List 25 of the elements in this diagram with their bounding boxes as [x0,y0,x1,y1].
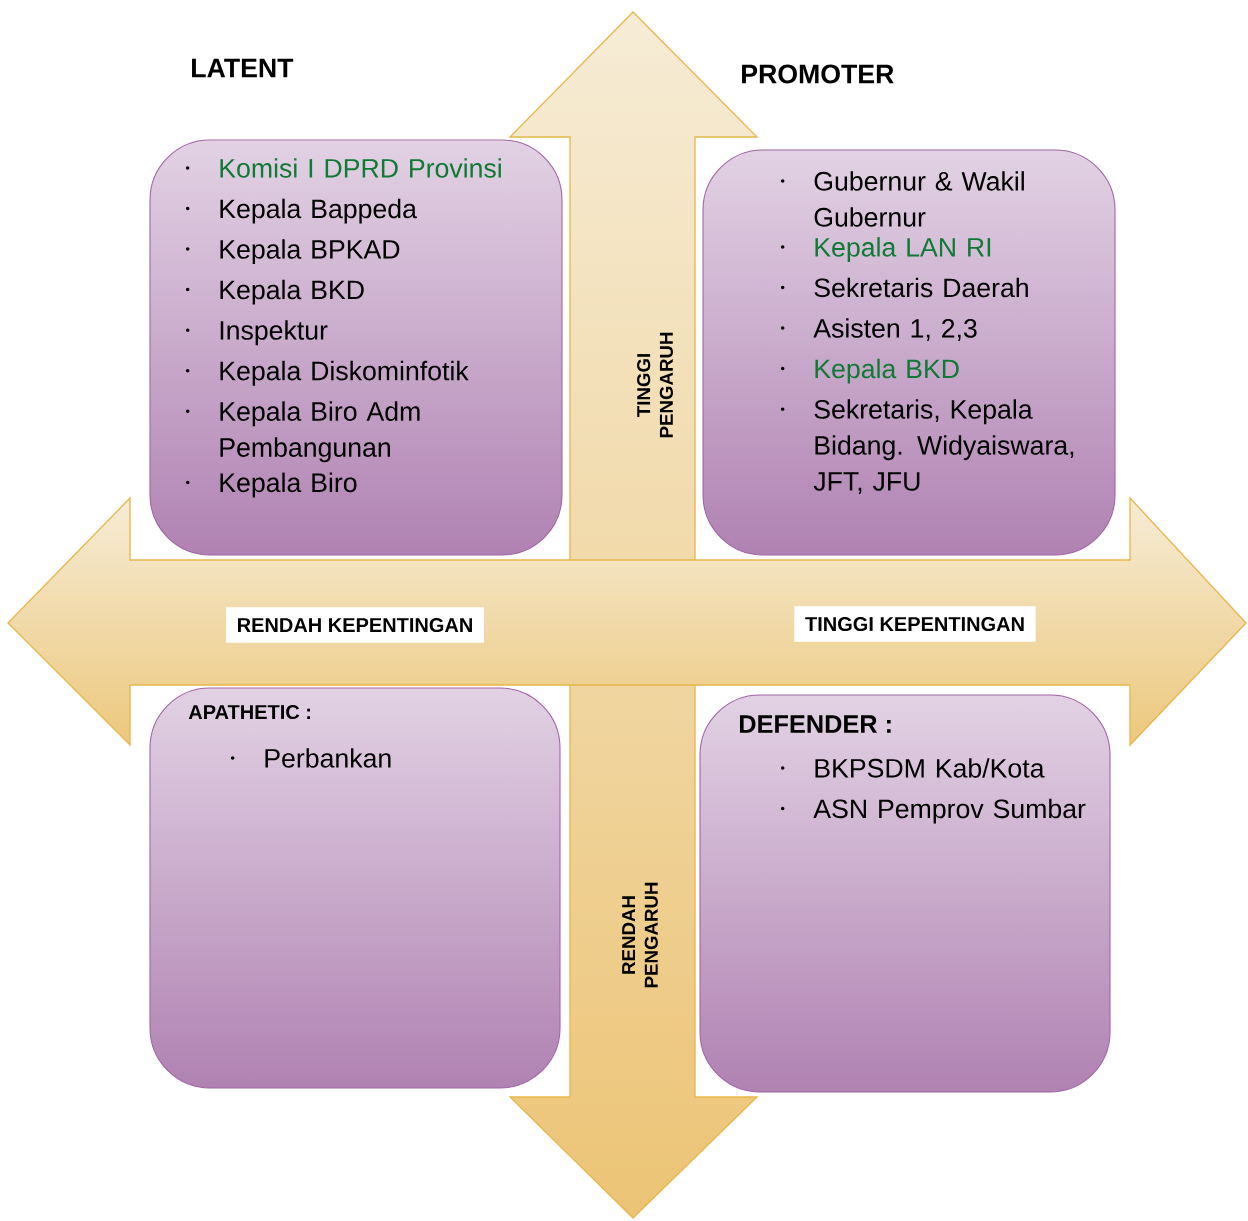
list-item: BKPSDM Kab/Kota [780,758,1045,778]
list-item: Kepala BPKAD [185,239,400,265]
axis-label: RENDAH KEPENTINGAN [226,607,484,643]
axis-label: TINGGI KEPENTINGAN [794,606,1036,642]
list-item: Perbankan [230,748,391,768]
list-item: Kepala Biro Adm Pembangunan [185,401,420,463]
list-item: Inspektur [185,320,328,346]
list-item: Kepala Biro [185,472,357,498]
list-item: Komisi I DPRD Provinsi [185,158,501,178]
quadrant-heading: LATENT [192,58,294,78]
quadrant-heading: PROMOTER [742,64,894,84]
axis-label: RENDAH PENGARUH [622,882,658,988]
axis-label: TINGGI PENGARUH [637,332,673,438]
list-item: Kepala Bappeda [185,198,417,224]
list-item: Sekretaris Daerah [780,277,1028,298]
list-item: Kepala BKD [185,279,364,305]
list-item: Kepala BKD [780,358,959,384]
list-item: Gubernur & Wakil Gubernur [780,171,1024,227]
list-item: Sekretaris, Kepala Bidang. Widyaiswara, JFT, JFU [780,399,1074,494]
list-item: Asisten 1, 2,3 [780,318,977,341]
quadrant-heading: DEFENDER : [739,715,891,733]
quadrant-heading: APATHETIC : [188,704,310,720]
list-item: Kepala LAN RI [780,237,991,262]
list-item: Kepala Diskominfotik [185,360,469,386]
list-item: ASN Pemprov Sumbar [780,798,1086,824]
